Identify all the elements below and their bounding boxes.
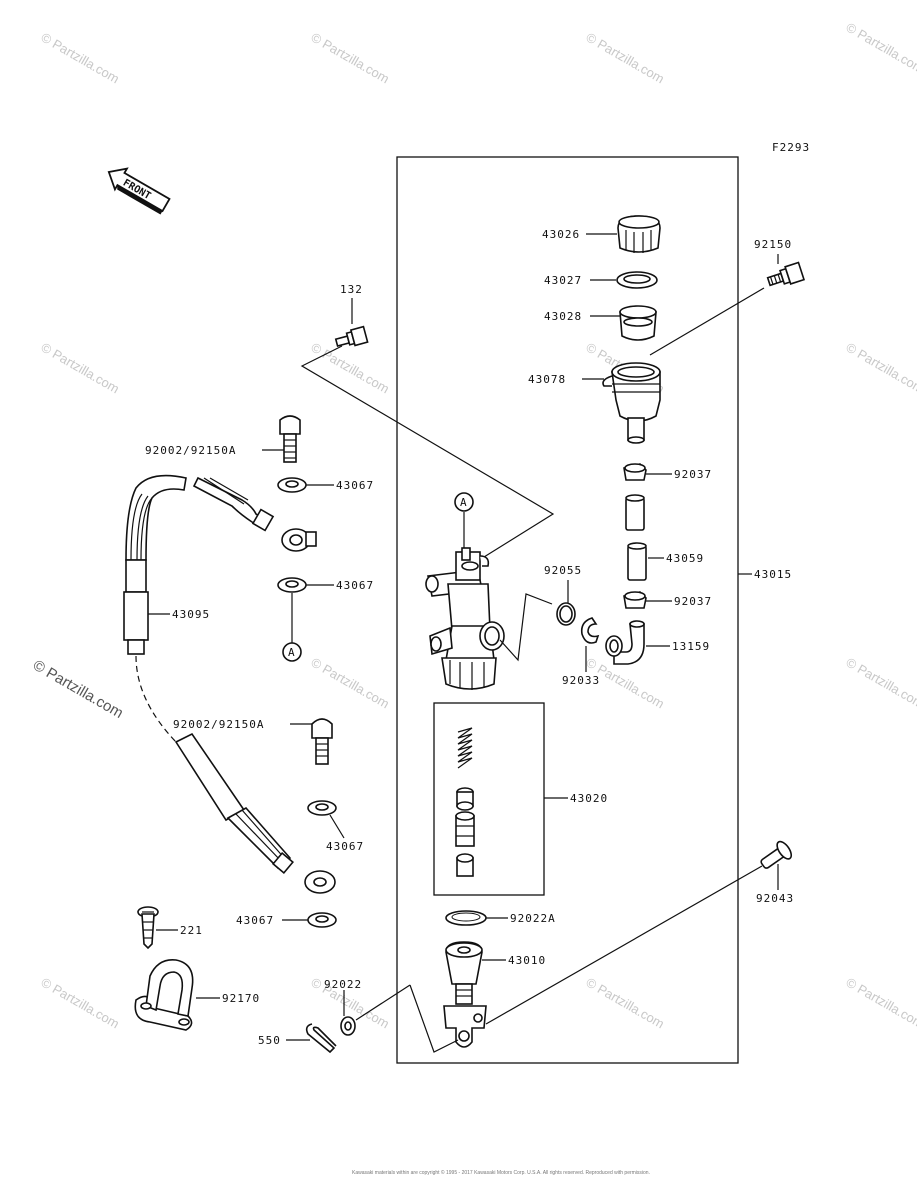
bolt-92150 — [766, 261, 806, 287]
label-43067-b: 43067 — [336, 579, 374, 592]
watermark: © Partzilla.com — [844, 340, 917, 397]
piston-kit-frame — [433, 702, 545, 896]
cotter-pin — [305, 1023, 337, 1054]
reservoir-hose-43059 — [625, 494, 647, 581]
push-rod-43010 — [443, 941, 487, 1048]
watermark: © Partzilla.com — [39, 30, 122, 87]
banjo-bolt-top — [279, 415, 301, 463]
reservoir-cap — [617, 215, 661, 253]
label-92002-top: 92002/92150A — [145, 444, 236, 457]
watermark: © Partzilla.com — [844, 975, 917, 1032]
label-92033: 92033 — [562, 674, 600, 687]
label-92037-b: 92037 — [674, 595, 712, 608]
label-92150: 92150 — [754, 238, 792, 251]
banjo-bolt-bottom — [311, 718, 333, 765]
washer-43067-b — [277, 577, 307, 593]
label-43027: 43027 — [544, 274, 582, 287]
svg-text:A: A — [288, 646, 296, 659]
diaphragm — [619, 305, 657, 341]
leader-132-to-body — [300, 345, 555, 558]
leader-body-to-oring — [499, 593, 553, 662]
washer-43067-a — [277, 477, 307, 493]
label-43010: 43010 — [508, 954, 546, 967]
hose-clip-92037-a — [623, 463, 647, 481]
screw-221 — [137, 906, 159, 950]
watermark-main: © Partzilla.com — [30, 657, 126, 722]
watermark: © Partzilla.com — [309, 30, 392, 87]
svg-text:A: A — [460, 496, 468, 509]
copyright-footer: Kawasaki materials within are copyright … — [352, 1169, 650, 1176]
washer-43067-c — [307, 800, 337, 816]
diaphragm-plate — [616, 271, 658, 289]
leader-clevis — [409, 984, 459, 1053]
label-43067-a: 43067 — [336, 479, 374, 492]
label-43067-c: 43067 — [326, 840, 364, 853]
watermark: © Partzilla.com — [309, 340, 392, 397]
washer-43067-d — [307, 912, 337, 928]
hose-clip-92037-b — [623, 591, 647, 609]
label-43095: 43095 — [172, 608, 210, 621]
label-43028: 43028 — [544, 310, 582, 323]
label-13159: 13159 — [672, 640, 710, 653]
watermark: © Partzilla.com — [844, 655, 917, 712]
label-221: 221 — [180, 924, 203, 937]
watermark: © Partzilla.com — [584, 30, 667, 87]
master-cylinder-body — [425, 547, 505, 690]
label-43067-d: 43067 — [236, 914, 274, 927]
leader-92043-to-clevis — [485, 865, 763, 1025]
figure-code: F2293 — [772, 141, 810, 154]
clevis-pin-92043 — [760, 840, 793, 869]
label-92022a: 92022A — [510, 912, 556, 925]
label-92170: 92170 — [222, 992, 260, 1005]
circlip-92022a — [445, 910, 487, 926]
watermark: © Partzilla.com — [844, 20, 917, 77]
reference-marker-a-body: A — [454, 492, 474, 512]
front-arrow-icon: FRONT — [107, 167, 171, 215]
piston-kit-parts — [455, 727, 475, 877]
watermark: © Partzilla.com — [39, 975, 122, 1032]
watermarks: © Partzilla.com © Partzilla.com © Partzi… — [30, 20, 917, 1032]
label-43020: 43020 — [570, 792, 608, 805]
label-92043: 92043 — [756, 892, 794, 905]
hose-clamp — [134, 959, 194, 1031]
leader-92150-to-reservoir — [649, 287, 765, 356]
label-92055: 92055 — [544, 564, 582, 577]
label-43059: 43059 — [666, 552, 704, 565]
assembly-frame — [396, 156, 739, 1064]
reservoir — [602, 362, 661, 444]
label-43078: 43078 — [528, 373, 566, 386]
o-ring-92055 — [556, 602, 576, 626]
reference-marker-a-left: A — [282, 642, 302, 662]
label-92022: 92022 — [324, 978, 362, 991]
watermark: © Partzilla.com — [584, 975, 667, 1032]
watermark: © Partzilla.com — [309, 655, 392, 712]
label-550: 550 — [258, 1034, 281, 1047]
watermark: © Partzilla.com — [39, 340, 122, 397]
leader-92022-to-clevis — [355, 984, 411, 1021]
brake-hose — [123, 474, 336, 894]
label-92037-a: 92037 — [674, 468, 712, 481]
label-43026: 43026 — [542, 228, 580, 241]
bolt-132 — [334, 325, 369, 347]
leader-43067-c — [329, 814, 345, 839]
label-132: 132 — [340, 283, 363, 296]
label-43015: 43015 — [754, 568, 792, 581]
label-92002-bottom: 92002/92150A — [173, 718, 264, 731]
elbow-fitting-13159 — [605, 620, 645, 665]
circlip-92033 — [580, 617, 600, 644]
washer-92022 — [340, 1016, 356, 1036]
